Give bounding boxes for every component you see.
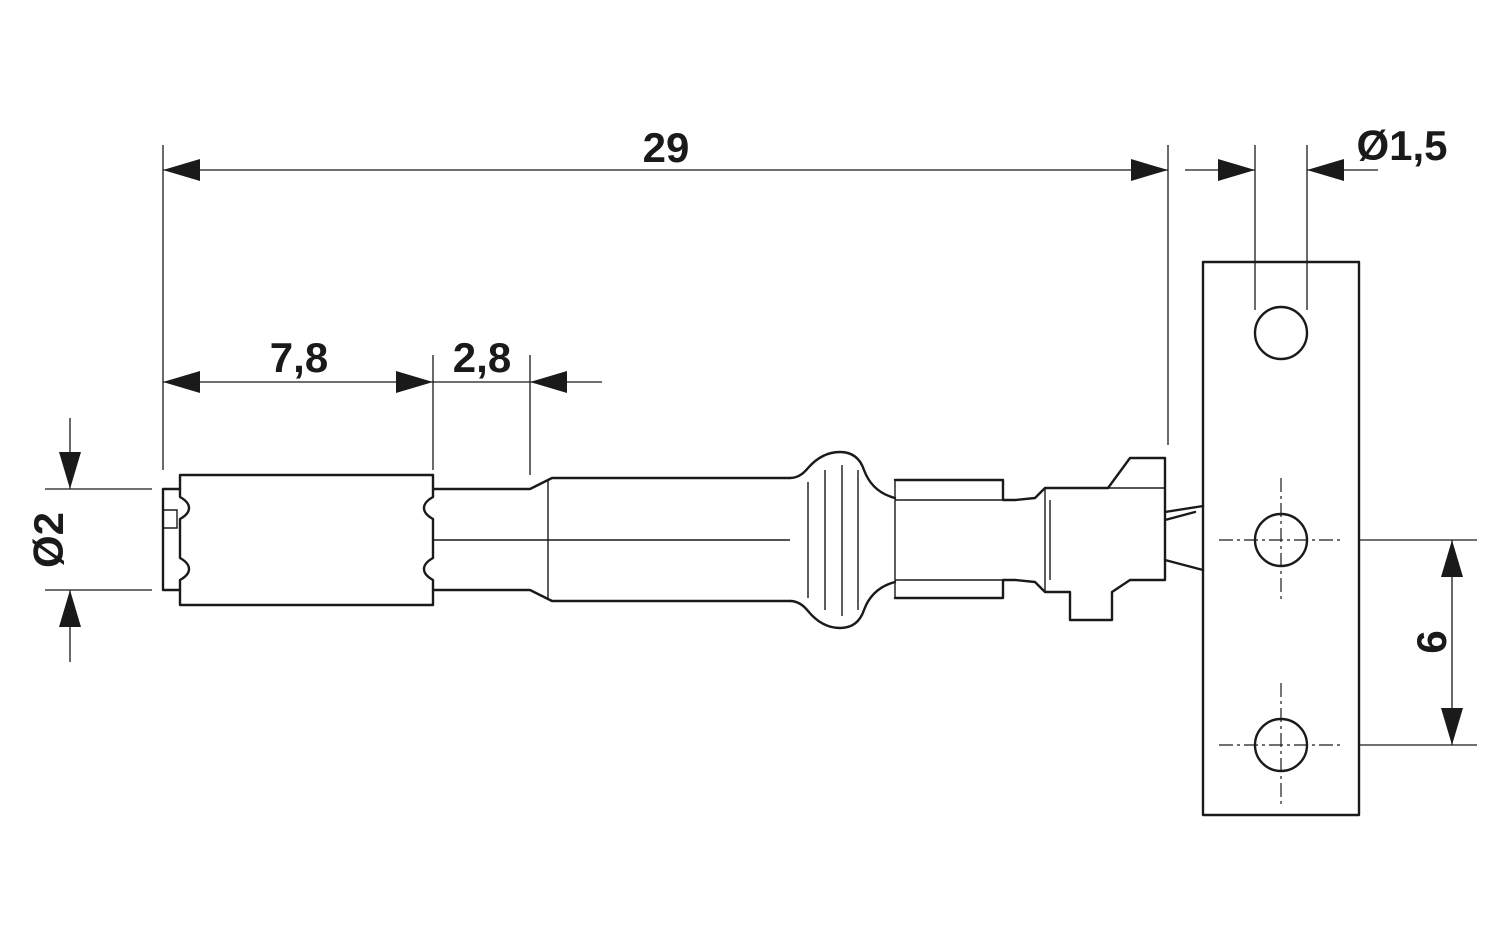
carrier-web [1163, 504, 1205, 572]
tip-slot [163, 509, 178, 529]
bulge-inner-a [807, 465, 859, 616]
arrowhead [59, 452, 81, 489]
arrowhead [1441, 708, 1463, 745]
arrowhead [163, 371, 200, 393]
arrowhead [530, 371, 567, 393]
contact-tip [161, 487, 182, 592]
dimension-label-29: 29 [643, 124, 690, 171]
crimp-contact-part [161, 450, 1205, 630]
dimension-pin-diameter: Ø2 [25, 418, 152, 662]
dimension-contact-lengths: 7,8 2,8 [163, 334, 602, 475]
arrowhead [163, 159, 200, 181]
contact-sleeve [178, 473, 435, 607]
dimension-label-7-8: 7,8 [270, 334, 328, 381]
dimension-label-pin-diameter: Ø2 [25, 512, 72, 568]
dimension-label-2-8: 2,8 [453, 334, 511, 381]
dimension-overall-length: 29 [162, 124, 1169, 470]
contact-neck [431, 476, 792, 603]
dimension-label-hole-diameter: Ø1,5 [1356, 122, 1447, 169]
arrowhead [1441, 540, 1463, 577]
strip-hole-top [1253, 305, 1309, 361]
dimension-hole-diameter: Ø1,5 [1185, 122, 1448, 310]
carrier-strip [1201, 260, 1361, 817]
dimension-hole-pitch: 6 [1359, 539, 1477, 746]
arrowhead [1307, 159, 1344, 181]
arrowhead [59, 590, 81, 627]
contact-bulge [788, 450, 897, 630]
arrowhead [1131, 159, 1168, 181]
arrowhead [396, 371, 433, 393]
barrel-inner-lines [894, 480, 1165, 598]
dimension-label-hole-pitch: 6 [1408, 630, 1455, 653]
arrowhead [1218, 159, 1255, 181]
carrier-strip-body [1201, 260, 1361, 817]
